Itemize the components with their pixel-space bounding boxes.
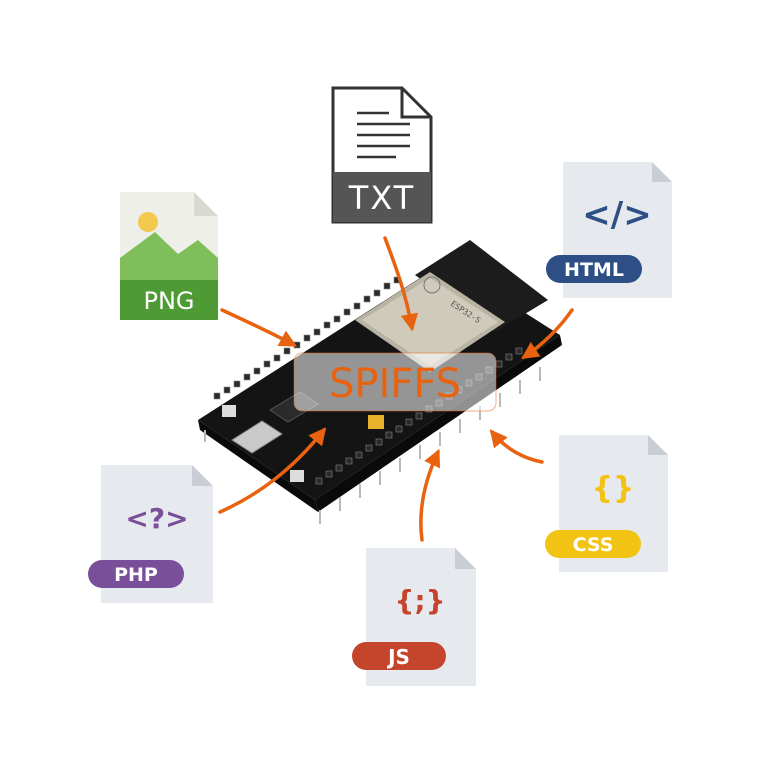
- html-glyph: </>: [582, 195, 651, 235]
- css-glyph: {}: [592, 471, 635, 506]
- php-tag: PHP: [114, 564, 158, 586]
- mountain-icon: [120, 232, 218, 280]
- regulator: [368, 415, 384, 429]
- js-tag: JS: [386, 645, 410, 669]
- txt-tag: TXT: [348, 179, 415, 217]
- spiffs-label-box: SPIFFS: [293, 352, 497, 412]
- sun-icon: [138, 212, 158, 232]
- pins: [204, 367, 541, 524]
- arrow-js: [419, 448, 441, 542]
- arrow-html: [521, 308, 574, 359]
- en-button: [290, 470, 304, 482]
- text-lines: [357, 111, 410, 159]
- css-tag: CSS: [573, 534, 614, 556]
- boot-button: [222, 405, 236, 417]
- css-file-icon: {} CSS: [545, 435, 668, 572]
- php-glyph: <?>: [125, 502, 188, 535]
- html-tag: HTML: [564, 259, 624, 281]
- arrow-txt: [383, 236, 419, 332]
- html-file-icon: </> HTML: [546, 162, 672, 298]
- arrow-php: [218, 427, 327, 514]
- txt-file-icon: TXT: [331, 86, 433, 224]
- arrow-css: [489, 429, 544, 464]
- spiffs-label: SPIFFS: [329, 361, 461, 407]
- arrow-png: [220, 308, 298, 347]
- arrows: [218, 236, 574, 542]
- js-file-icon: {;} JS: [352, 548, 476, 686]
- png-file-icon: PNG: [120, 192, 218, 320]
- js-glyph: {;}: [394, 584, 445, 617]
- wifi-module: ESP32-S: [355, 272, 505, 372]
- png-tag: PNG: [143, 287, 194, 315]
- php-file-icon: <?> PHP: [88, 465, 213, 603]
- usb-port: [231, 420, 283, 454]
